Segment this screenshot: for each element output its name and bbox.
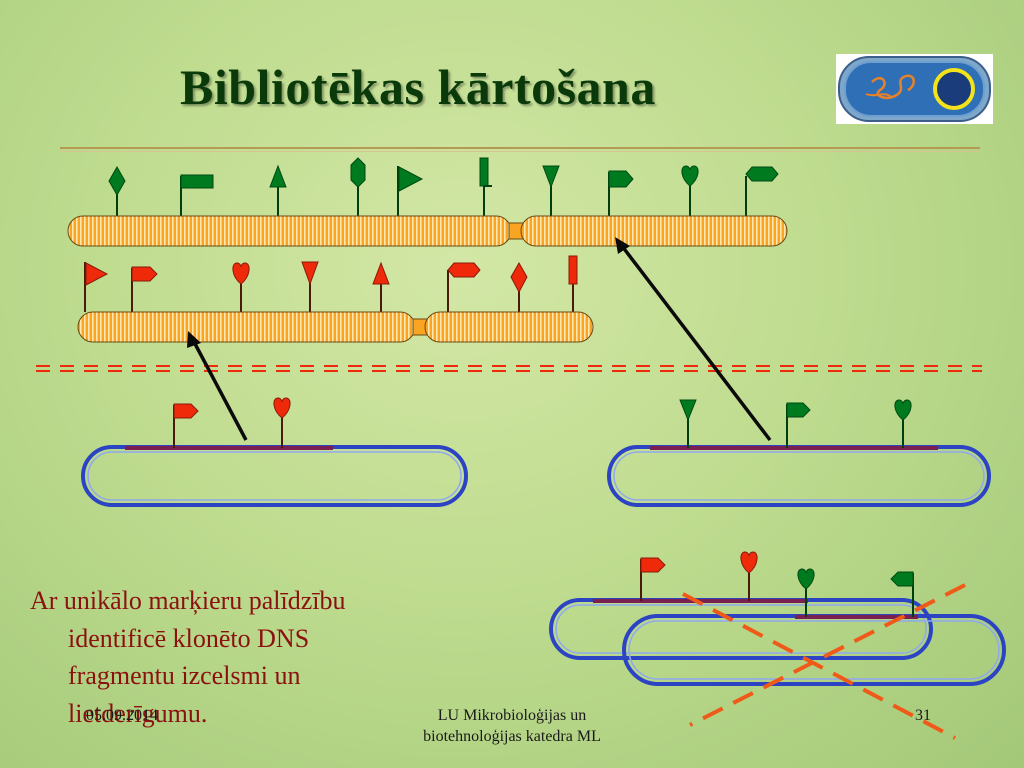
flag-icon xyxy=(180,174,214,189)
slide-title: Bibliotēkas kārtošana xyxy=(180,59,656,115)
hexagon-flag-icon xyxy=(447,262,481,278)
chromosome-1 xyxy=(67,215,788,247)
triangle-icon xyxy=(269,164,287,188)
title-divider xyxy=(60,147,980,149)
footer-affiliation-line: biotehnoloģijas katedra ML xyxy=(423,727,601,745)
chimeric-clone xyxy=(549,551,1006,740)
footer-affiliation: LU Mikrobioloģijas un biotehnoloģijas ka… xyxy=(388,706,636,748)
page-number: 31 xyxy=(915,707,931,724)
pennant-icon xyxy=(398,166,424,192)
heart-icon xyxy=(232,262,250,285)
triangle-down-icon xyxy=(542,165,560,189)
arrow-flag-icon xyxy=(608,170,634,188)
title-divider-shadow xyxy=(60,151,980,152)
arrow-flag-icon xyxy=(173,403,199,419)
triangle-icon xyxy=(372,261,390,285)
bar-icon xyxy=(479,157,489,187)
body-text-line: fragmentu izcelsmi un xyxy=(68,661,301,691)
cross-out-line xyxy=(689,583,966,727)
footer-affiliation-line: LU Mikrobioloģijas un xyxy=(437,707,587,724)
hexagon-icon xyxy=(350,157,366,188)
plasmid-clone-right xyxy=(607,399,991,507)
diamond-icon xyxy=(108,165,126,197)
heart-icon xyxy=(681,165,699,187)
bacterium-logo-icon xyxy=(836,54,993,124)
chromosome-2-markers xyxy=(84,255,578,312)
arrow-flag-icon xyxy=(786,402,811,418)
cross-out-line xyxy=(682,592,956,740)
footer-date: 05.09.2014 xyxy=(86,707,158,724)
heart-icon xyxy=(894,399,912,421)
body-text-line: Ar unikālo marķieru palīdzību xyxy=(30,586,346,615)
triangle-down-icon xyxy=(679,399,697,422)
body-text: Ar unikālo marķieru palīdzību identificē… xyxy=(30,582,460,733)
body-text-line: identificē klonēto DNS xyxy=(68,623,310,653)
origin-arrows xyxy=(187,237,772,442)
heart-icon xyxy=(273,397,291,419)
diamond-icon xyxy=(510,261,528,294)
plasmid-clone-left xyxy=(81,397,468,507)
arrow-flag-icon xyxy=(131,266,158,282)
body-text-line: lietderīgumu. xyxy=(68,699,208,729)
heart-icon xyxy=(797,568,815,590)
bar-icon xyxy=(568,255,578,285)
arrow-flag-icon xyxy=(640,557,666,573)
dashed-separator xyxy=(36,365,982,372)
heart-icon xyxy=(740,551,758,574)
arrow-flag-left-icon xyxy=(890,571,914,587)
chromosome-2 xyxy=(77,311,594,343)
chromosome-1-markers xyxy=(108,157,779,216)
triangle-down-icon xyxy=(301,261,319,286)
pennant-icon xyxy=(85,262,109,286)
hexagon-flag-icon xyxy=(745,166,779,182)
